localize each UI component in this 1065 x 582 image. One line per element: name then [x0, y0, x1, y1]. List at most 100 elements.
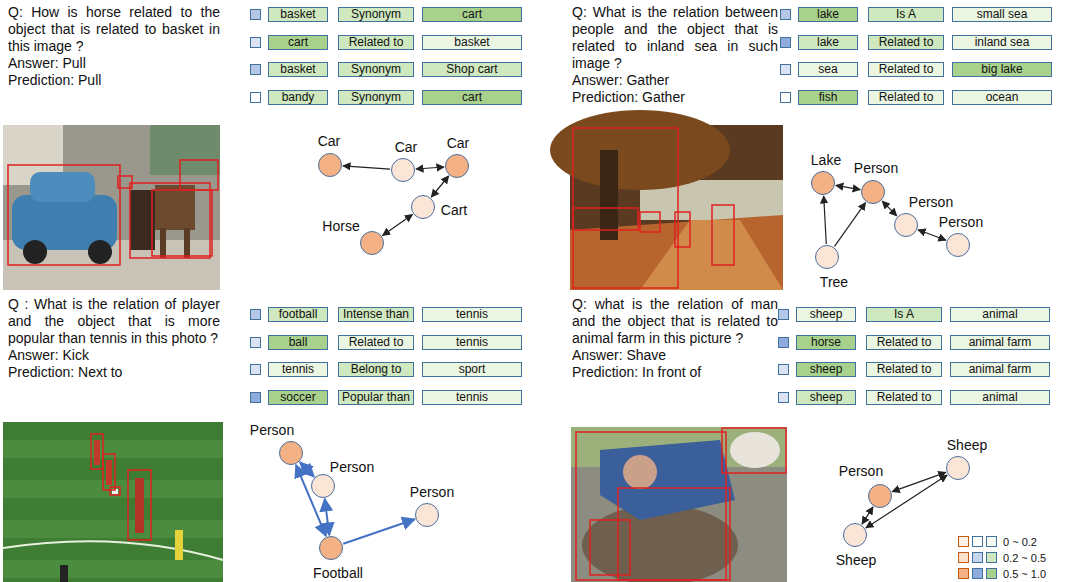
triple-text: basket: [280, 63, 315, 76]
detection-box: [576, 432, 726, 580]
attention-checkbox: [778, 392, 789, 403]
horse-body: [155, 185, 195, 230]
triple-text: Related to: [877, 363, 932, 376]
graph-node: Person: [279, 441, 303, 465]
triple-box: Related to: [866, 335, 942, 350]
triple-box: Related to: [338, 35, 414, 50]
player: [94, 440, 100, 465]
graph-node: Car: [445, 154, 469, 178]
triple-box: Is A: [868, 7, 944, 22]
triple-text: Synonym: [351, 63, 401, 76]
node-label: Car: [318, 133, 341, 149]
triple-text: soccer: [280, 391, 315, 404]
attention-checkbox: [250, 309, 261, 320]
node-label: Horse: [322, 218, 359, 234]
answer-text: Answer: Gather: [572, 72, 778, 89]
attention-checkbox: [780, 9, 791, 20]
triple-box: lake: [798, 35, 858, 50]
triple-box: bandy: [268, 90, 328, 105]
question-block: Q: How is horse related to the object th…: [8, 4, 220, 89]
legend-text: 0.5 ~ 1.0: [1003, 568, 1046, 580]
detection-box: [103, 454, 115, 490]
triple-text: Related to: [877, 336, 932, 349]
attention-checkbox: [780, 64, 791, 75]
triple-box: sheep: [796, 390, 856, 405]
triple-text: Related to: [349, 336, 404, 349]
player: [60, 565, 68, 582]
attention-checkbox: [250, 337, 261, 348]
detection-box: [152, 190, 212, 256]
legend-swatch: [972, 536, 983, 547]
tree-trunk: [600, 150, 618, 240]
triple-box: sport: [422, 362, 522, 377]
attention-checkbox: [778, 337, 789, 348]
player: [106, 460, 112, 485]
farm-photo: [571, 427, 787, 582]
graph-edge: [383, 215, 413, 236]
triple-box: football: [268, 307, 328, 322]
triple-box: Belong to: [338, 362, 414, 377]
detection-box: [573, 128, 678, 288]
graph-node: Horse: [360, 231, 384, 255]
triple-text: cart: [462, 8, 482, 21]
graph-node: Person: [894, 213, 918, 237]
triple-box: Related to: [866, 362, 942, 377]
legend-swatch: [958, 536, 969, 547]
question-text: Q: What is the relation between people a…: [572, 4, 778, 72]
graph-edge: [862, 507, 873, 524]
triple-box: animal: [950, 390, 1050, 405]
question-text: Q: what is the relation of man and the o…: [572, 296, 778, 347]
horse-leg: [184, 228, 190, 258]
car-roof: [30, 172, 95, 202]
triple-box: Synonym: [338, 90, 414, 105]
triple-box: Is A: [866, 307, 942, 322]
answer-text: Answer: Kick: [8, 347, 220, 364]
attention-checkbox: [250, 392, 261, 403]
node-label: Person: [410, 484, 454, 500]
triple-text: Popular than: [342, 391, 410, 404]
attention-checkbox: [250, 9, 261, 20]
triple-text: big lake: [981, 63, 1022, 76]
triple-text: animal farm: [969, 363, 1032, 376]
graph-node: Car: [391, 158, 415, 182]
triple-text: animal: [982, 391, 1017, 404]
triple-box: animal farm: [950, 362, 1050, 377]
man-shirt: [600, 440, 735, 520]
triple-text: ball: [289, 336, 308, 349]
node-label: Person: [909, 194, 953, 210]
legend-swatch: [986, 568, 997, 579]
node-label: Person: [854, 160, 898, 176]
triple-text: Related to: [879, 91, 934, 104]
graph-node: Person: [415, 503, 439, 527]
pitch-stripe: [3, 440, 223, 458]
triple-text: animal: [982, 308, 1017, 321]
attention-checkbox: [780, 37, 791, 48]
triple-box: basket: [268, 7, 328, 22]
street-photo: [3, 125, 220, 290]
triple-text: tennis: [456, 336, 488, 349]
triple-text: Is A: [894, 308, 914, 321]
detection-box: [180, 160, 218, 190]
graph-edge: [824, 196, 827, 244]
triple-box: tennis: [422, 307, 522, 322]
building: [150, 125, 220, 175]
detection-box: [110, 487, 120, 495]
tree-canopy: [550, 110, 730, 190]
node-label: Car: [447, 135, 470, 151]
triple-box: cart: [422, 90, 522, 105]
sheep-fleece: [582, 505, 738, 582]
triple-text: small sea: [977, 8, 1028, 21]
attention-checkbox: [780, 92, 791, 103]
node-label: Sheep: [836, 552, 876, 568]
triple-box: Related to: [868, 35, 944, 50]
triple-text: horse: [811, 336, 841, 349]
triple-text: tennis: [456, 308, 488, 321]
node-label: Football: [313, 565, 363, 581]
node-label: Person: [839, 463, 883, 479]
triple-box: horse: [796, 335, 856, 350]
graph-node: Person: [946, 233, 970, 257]
triple-box: animal farm: [950, 335, 1050, 350]
question-block: Q: What is the relation between people a…: [572, 4, 778, 106]
man-head: [623, 455, 657, 489]
